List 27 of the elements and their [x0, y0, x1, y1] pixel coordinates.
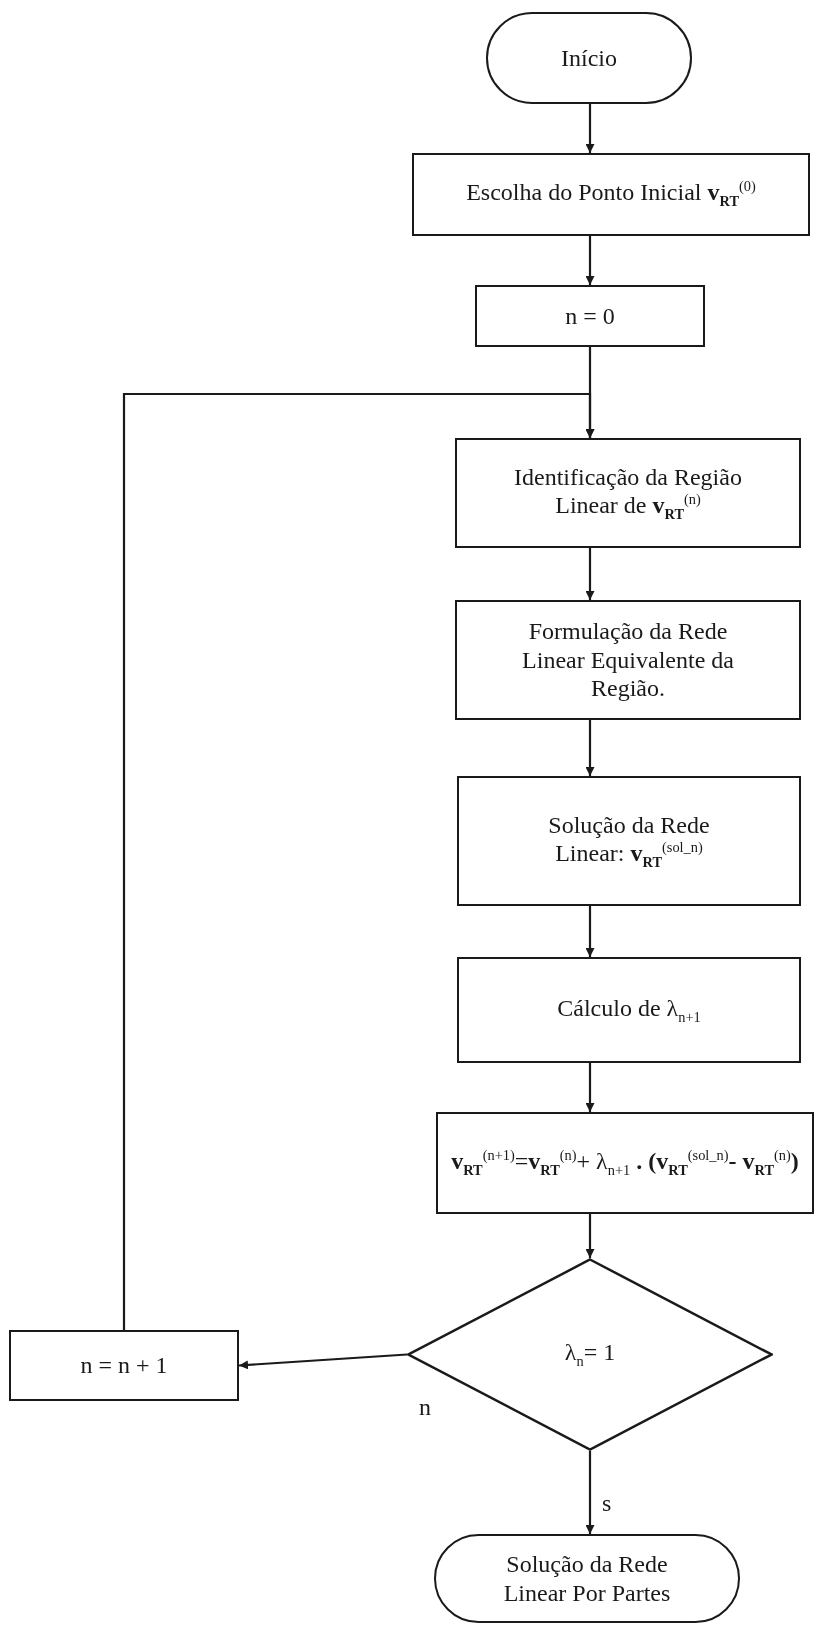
node-label: Cálculo de λ$_{n+1}$: [556, 993, 702, 1027]
process-box: [9, 1330, 239, 1401]
arrow: [585, 1451, 595, 1534]
arrow: [122, 392, 595, 1330]
arrow: [585, 906, 595, 957]
process-box: [457, 776, 801, 906]
decision-diamond: [407, 1258, 773, 1451]
arrow: [585, 720, 595, 776]
arrow: [585, 1214, 595, 1258]
process-box: [436, 1112, 814, 1214]
process-box: [455, 600, 801, 720]
process-box: [455, 438, 801, 548]
arrow: [585, 1063, 595, 1112]
arrow: [238, 1353, 408, 1370]
node-label: Solução da Rede Linear Por Partes: [502, 1549, 672, 1608]
process-box: [457, 957, 801, 1063]
process-box: [412, 153, 810, 236]
node-label: λ$_{n}$= 1: [563, 1338, 617, 1371]
arrow: [585, 104, 595, 153]
process-box: [475, 285, 705, 347]
arrow: [585, 236, 595, 285]
arrow: [585, 548, 595, 600]
node-label: n = 0: [564, 301, 616, 331]
node-label: Formulação da Rede Linear Equivalente da Região.: [521, 616, 735, 704]
node-label: Início: [560, 43, 618, 73]
node-label: n = n + 1: [79, 1351, 169, 1380]
node-label: v$_{RT}$$^{(n+1)}$=v$_{RT}$$^{(n)}$+ λ$_{n+1}$ . (v$_{RT}$$^{(sol_n)}$- v$_{RT}$$^{(n)}$): [450, 1146, 800, 1180]
